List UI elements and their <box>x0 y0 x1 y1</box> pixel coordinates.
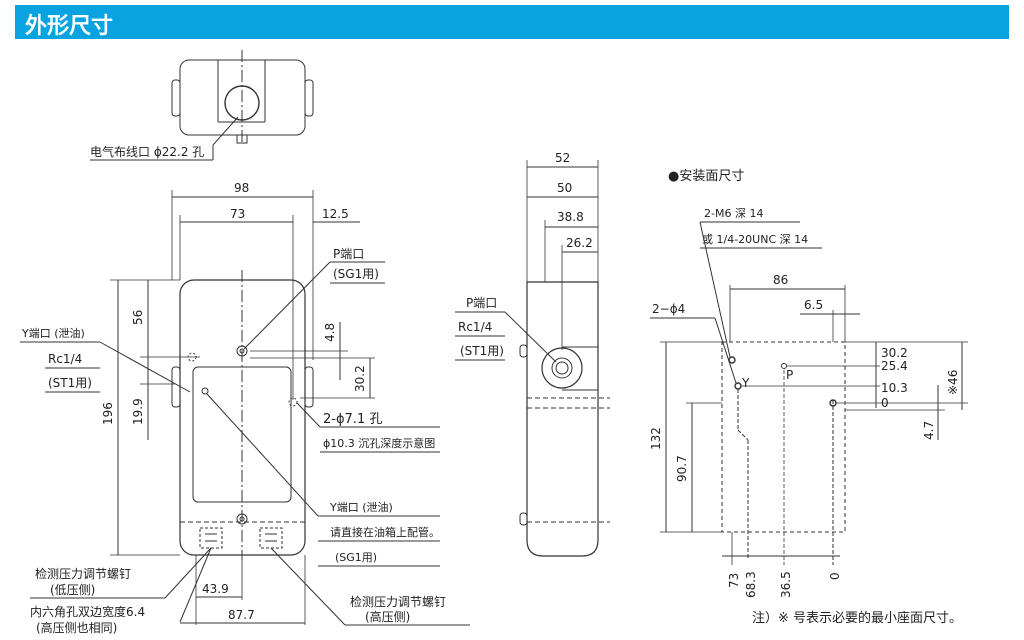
low-screw-sub: (低压侧) <box>50 583 95 597</box>
dim-43-9: 43.9 <box>202 582 229 596</box>
front-view-right-lug <box>304 366 314 408</box>
dim-12-5: 12.5 <box>322 207 349 221</box>
front-view: 98 73 12.5 196 56 19.9 4.8 30.2 <box>20 181 470 635</box>
high-pressure-screw <box>259 527 283 549</box>
dim-132: 132 <box>649 427 663 450</box>
dim-98: 98 <box>234 181 249 195</box>
y-port-sub: (ST1用) <box>48 376 92 390</box>
thread-leader <box>699 221 731 358</box>
dim-73-bottom: 73 <box>727 573 741 588</box>
thread-note-2: 或 1/4-20UNC 深 14 <box>702 233 808 246</box>
dim-0-bottom: 0 <box>828 572 842 580</box>
side-view-body <box>526 281 599 557</box>
header-bar <box>15 5 1009 39</box>
dim-52: 52 <box>555 151 570 165</box>
section-header: 外形尺寸 <box>15 5 1009 39</box>
top-view-left-lug <box>171 79 181 117</box>
dim-56: 56 <box>131 310 145 325</box>
p-port-hole <box>236 345 248 357</box>
dim-4-8: 4.8 <box>323 323 337 342</box>
holes-label: 2-ϕ7.1 孔 <box>323 412 382 427</box>
dim-36-5: 36.5 <box>779 571 793 598</box>
y-port-sg1-leader <box>206 393 319 517</box>
dim-196: 196 <box>101 402 115 425</box>
dim-73: 73 <box>230 207 245 221</box>
top-view-right-lug <box>304 79 314 117</box>
dim-90-7: 90.7 <box>675 455 689 482</box>
mount-surface <box>721 341 846 533</box>
side-view: 52 50 38.8 26.2 P端口 Rc1/4 (ST1用) <box>455 151 610 557</box>
dim-10-3: 10.3 <box>881 381 908 395</box>
conduit-leader <box>212 116 239 146</box>
dim-68-3: 68.3 <box>744 571 758 598</box>
side-port-boss <box>562 346 599 391</box>
conduit-label: 电气布线口 ϕ22.2 孔 <box>90 144 204 159</box>
mount-pin-hole-1 <box>728 356 736 364</box>
hex-note-line2: (高压侧也相同) <box>36 620 117 635</box>
dim-86: 86 <box>773 273 788 287</box>
dim-6-5: 6.5 <box>804 298 823 312</box>
pin-hole-label: 2−ϕ4 <box>652 302 685 316</box>
low-screw-label: 检测压力调节螺钉 <box>35 566 131 581</box>
pin-hole-leader <box>714 317 737 384</box>
dim-0-right: 0 <box>881 396 889 410</box>
side-p-port-thread: Rc1/4 <box>458 320 492 334</box>
y-port-sg1-sub: (SG1用) <box>335 551 377 564</box>
low-screw-leader <box>164 547 212 599</box>
y-port-label: Y端口 (泄油) <box>21 326 85 340</box>
y-port-leader <box>99 341 191 393</box>
top-view-boss <box>236 134 248 144</box>
thread-note: 2-M6 深 14 <box>704 207 763 220</box>
mount-y-label: Y <box>741 376 750 390</box>
p-port-leader <box>243 261 331 350</box>
dim-46: ※46 <box>946 370 960 395</box>
dim-38-8: 38.8 <box>557 210 584 224</box>
side-p-port-sub: (ST1用) <box>460 344 504 358</box>
hex-note-line1: 内六角孔双边宽度6.4 <box>30 604 145 619</box>
dim-4-7: 4.7 <box>922 421 936 440</box>
side-p-port-label: P端口 <box>466 296 497 310</box>
dim-30-2-mount: 30.2 <box>881 346 908 360</box>
p-port-label: P端口 <box>333 247 364 261</box>
p-port-sub: (SG1用) <box>333 267 379 281</box>
bottom-hole <box>236 513 248 525</box>
high-screw-sub: (高压侧) <box>365 609 410 624</box>
mount-view: ●安装面尺寸 Y P 2-M6 深 14 或 1/4-20UNC 深 14 2−… <box>649 169 968 626</box>
mount-footnote: 注）※ 号表示必要的最小座面尺寸。 <box>752 610 962 626</box>
holes-sub: ϕ10.3 沉孔深度示意图 <box>323 436 435 450</box>
y-port-hole <box>201 387 209 395</box>
y-port-sg1-note: 请直接在油箱上配管。 <box>330 525 440 539</box>
section-title: 外形尺寸 <box>25 14 114 39</box>
mount-p-label: P <box>786 368 793 382</box>
dim-26-2: 26.2 <box>566 236 593 250</box>
dim-50: 50 <box>557 181 572 195</box>
dim-87-7: 87.7 <box>228 608 255 622</box>
low-pressure-screw <box>199 527 223 549</box>
y-port-thread: Rc1/4 <box>48 352 82 366</box>
front-view-left-lug <box>171 366 181 408</box>
dim-19-9: 19.9 <box>131 398 145 425</box>
mount-hole-right <box>288 397 298 407</box>
side-p-port-leader <box>504 311 557 363</box>
y-port-sg1-label: Y端口 (泄油) <box>329 500 393 514</box>
high-screw-leader <box>270 547 346 626</box>
top-view: 电气布线口 ϕ22.2 孔 <box>90 50 314 161</box>
dim-30-2: 30.2 <box>353 365 367 392</box>
dim-25-4: 25.4 <box>881 359 908 373</box>
side-p-port-inner <box>551 357 573 379</box>
mount-title: ●安装面尺寸 <box>668 169 744 184</box>
high-screw-label: 检测压力调节螺钉 <box>350 594 446 609</box>
